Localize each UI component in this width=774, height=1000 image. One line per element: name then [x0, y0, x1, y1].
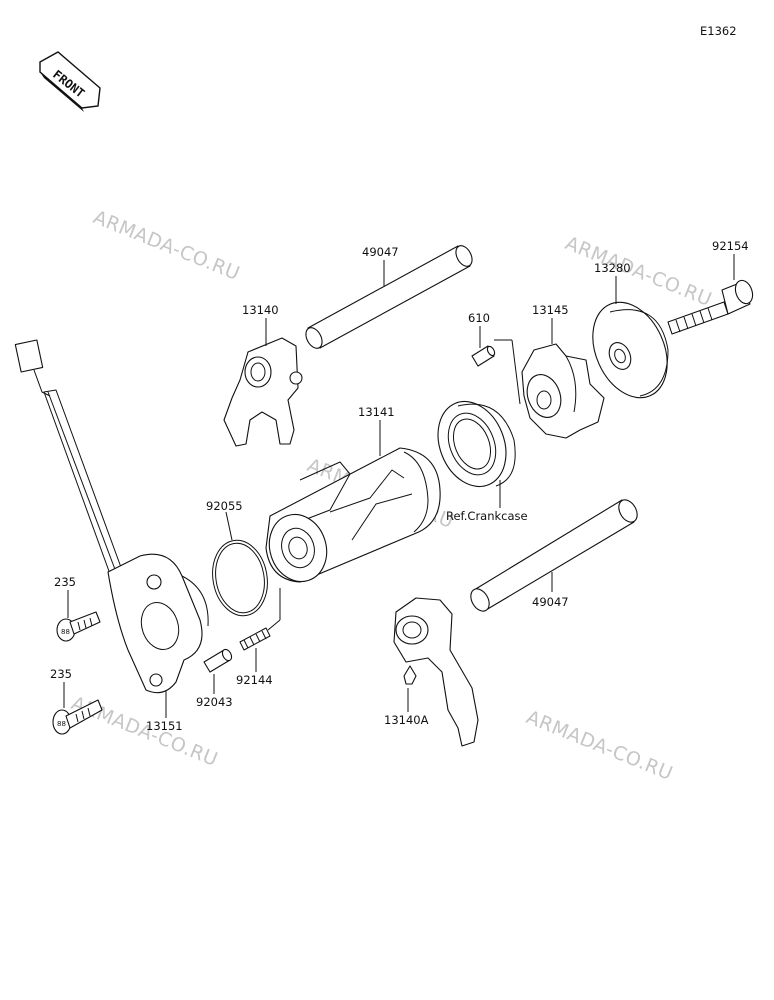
label-bolt-lower: 235 [50, 667, 72, 681]
watermark: ARMADA-CO.RU [523, 706, 676, 785]
bolt-upper: 88 [56, 611, 101, 642]
label-shaft-upper: 49047 [362, 245, 399, 259]
label-spring: 92144 [236, 673, 273, 687]
label-o-ring: 92055 [206, 499, 243, 513]
fork-upper [223, 337, 303, 447]
watermark: ARMADA-CO.RU [562, 232, 715, 311]
front-arrow-icon: FRONT [39, 51, 101, 112]
label-dowel-pin: 610 [468, 311, 490, 325]
label-drum-pin-plate: 13145 [532, 303, 569, 317]
label-screw: 92154 [712, 239, 749, 253]
label-pin: 92043 [196, 695, 233, 709]
bearing [437, 400, 516, 488]
pin [203, 648, 233, 673]
label-shaft-lower: 49047 [532, 595, 569, 609]
label-fork-lower: 13140A [384, 713, 429, 727]
label-bolt-upper: 235 [54, 575, 76, 589]
diagram-code: E1362 [700, 24, 737, 38]
label-cam-plate: 13280 [594, 261, 631, 275]
label-sensor-holder: 13151 [146, 719, 183, 733]
dowel-pin [471, 345, 496, 367]
svg-text:88: 88 [57, 720, 66, 728]
fork-lower [393, 597, 479, 747]
shaft-upper [305, 245, 473, 349]
label-drum: 13141 [358, 405, 395, 419]
bolt-lower: 88 [52, 699, 103, 735]
svg-text:88: 88 [61, 628, 70, 636]
drum-pin-plate [521, 343, 605, 439]
sensor-holder [14, 339, 209, 694]
watermark: ARMADA-CO.RU [90, 206, 243, 285]
spring [239, 627, 271, 651]
label-bearing: Ref.Crankcase [446, 509, 528, 523]
screw [667, 279, 754, 335]
shaft-lower [470, 499, 638, 612]
label-fork-upper: 13140 [242, 303, 279, 317]
o-ring [212, 539, 268, 617]
cam-plate [592, 301, 669, 399]
shift-drum [265, 447, 441, 583]
